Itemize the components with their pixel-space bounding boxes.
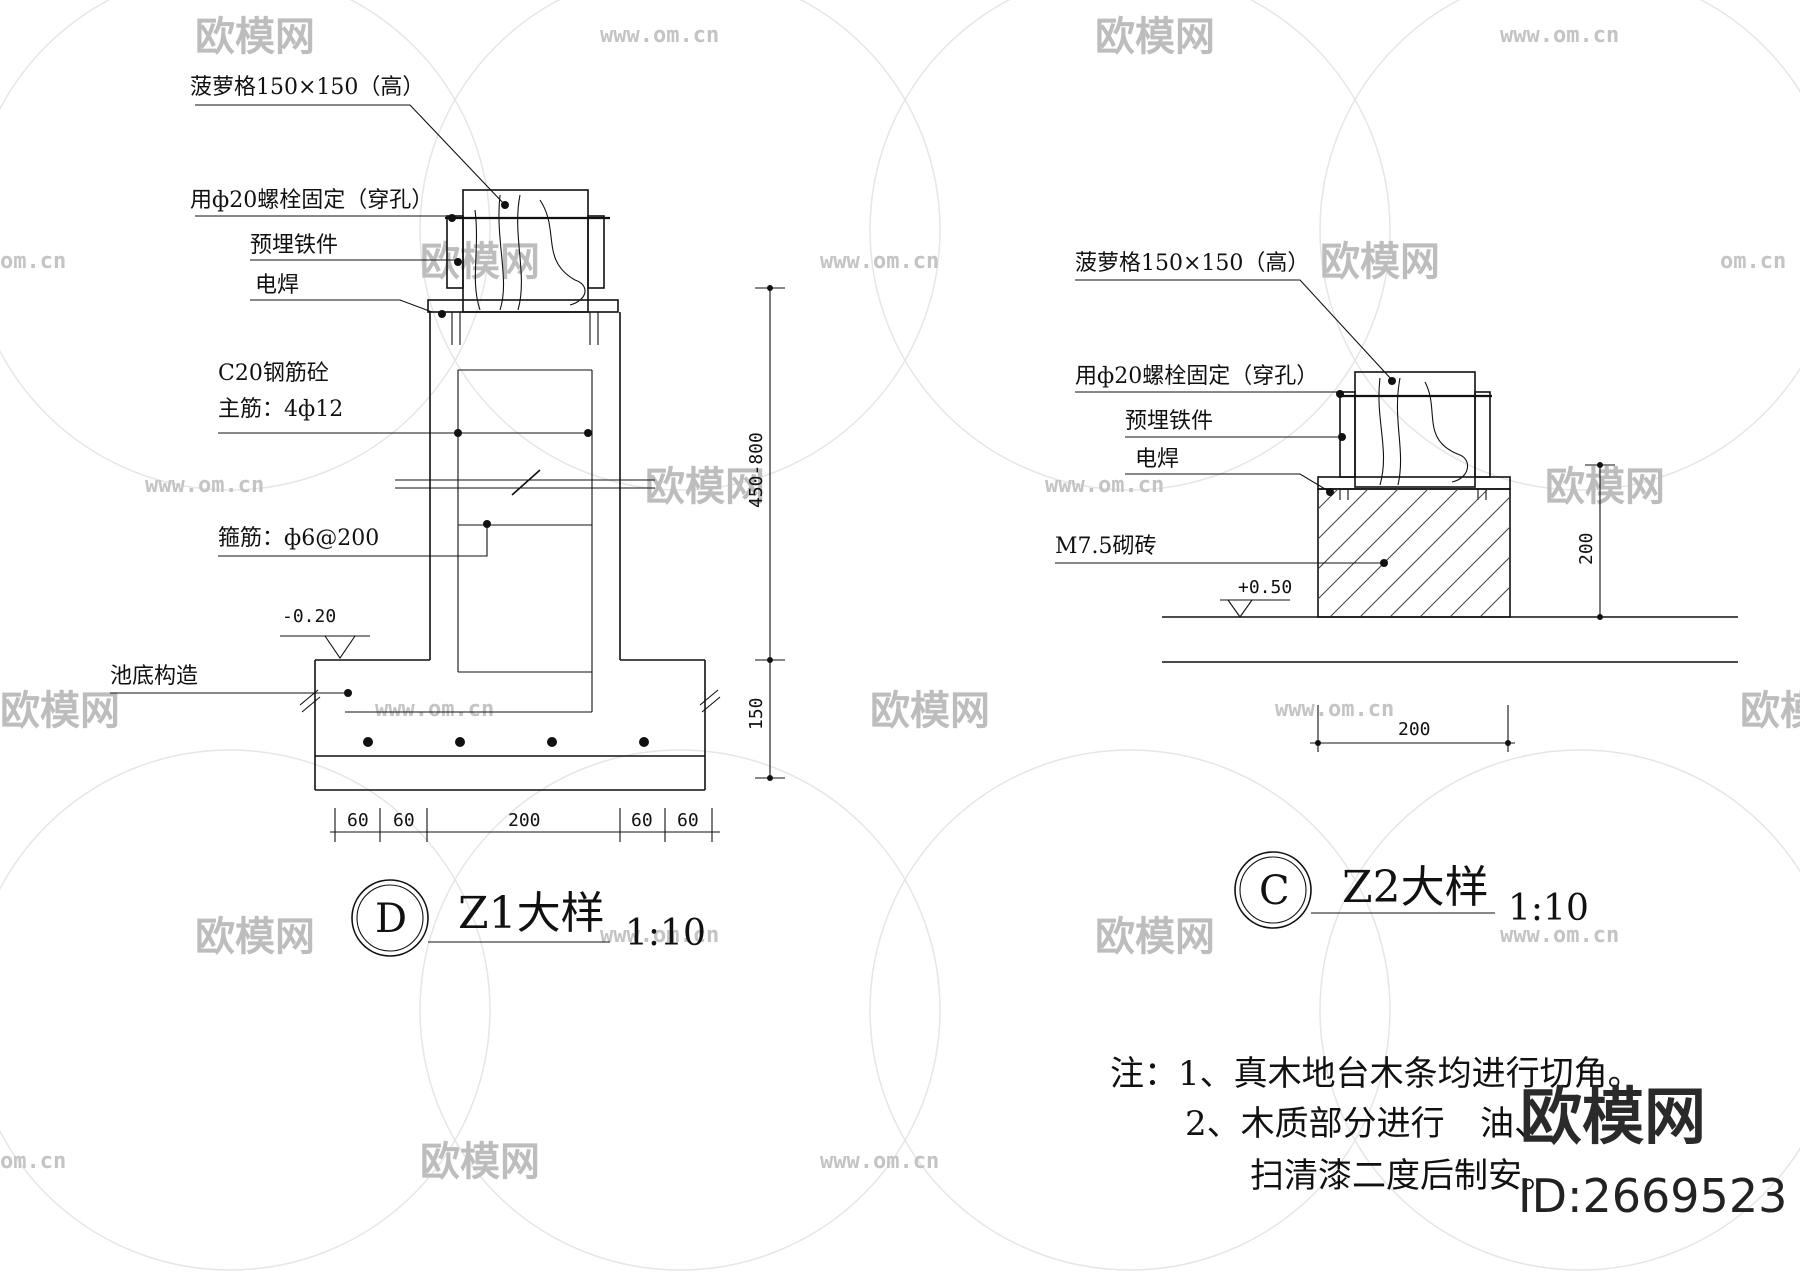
watermark-url: www.om.cn <box>600 23 719 48</box>
z1-scale: 1:10 <box>625 913 706 954</box>
z1-label-bolt: 用ф20螺栓固定（穿孔） <box>190 188 433 213</box>
z1-circle-letter: D <box>375 896 407 942</box>
z2-label-pineapple: 菠萝格150×150（高） <box>1075 251 1309 276</box>
watermark-url: www.om.cn <box>1500 923 1619 948</box>
watermark-url: om.cn <box>1720 249 1786 274</box>
z2-label-weld: 电焊 <box>1135 447 1179 472</box>
z1-dim-60a: 60 <box>347 810 369 831</box>
z2-dims <box>1310 462 1615 752</box>
z1-dim-60d: 60 <box>677 810 699 831</box>
watermark-url: www.om.cn <box>1045 473 1164 498</box>
z2-detail: 菠萝格150×150（高） 用ф20螺栓固定（穿孔） 预埋铁件 电焊 M7.5砌… <box>1055 251 1738 929</box>
z1-concrete-column <box>395 312 655 712</box>
note-line-1: 注：1、真木地台木条均进行切角。 <box>1110 1054 1642 1094</box>
z1-title: Z1大样 <box>458 888 605 939</box>
notes: 注：1、真木地台木条均进行切角。 2、木质部分进行 油、 扫清漆二度后制安。 <box>1110 1054 1642 1196</box>
watermark-url: www.om.cn <box>1275 697 1394 722</box>
z1-dim-60b: 60 <box>393 810 415 831</box>
watermark-brand: 欧模网 <box>1095 914 1215 960</box>
watermark-brand: 欧模网 <box>420 239 540 285</box>
watermark-brand: 欧模网 <box>195 914 315 960</box>
z2-label-brick: M7.5砌砖 <box>1055 534 1157 559</box>
watermark-brand: 欧模网 <box>870 688 990 734</box>
z2-title: Z2大样 <box>1342 862 1489 913</box>
watermark-corner: 欧模网 ID:2669523 <box>1518 1080 1787 1223</box>
z1-label-embedded: 预埋铁件 <box>250 233 338 258</box>
watermark-url: om.cn <box>0 249 66 274</box>
z1-elevation-value: -0.20 <box>282 606 336 627</box>
z2-wood-post <box>1354 371 1476 488</box>
watermark-url: www.om.cn <box>1500 23 1619 48</box>
z1-label-main-rebar: 主筋：4ф12 <box>218 397 343 422</box>
watermark-brand: 欧模网 <box>0 688 120 734</box>
z1-dim-height: 450-800 <box>746 432 767 508</box>
watermark-id: ID:2669523 <box>1518 1169 1787 1223</box>
watermark-brand: 欧模网 <box>1545 464 1665 510</box>
watermark-url: www.om.cn <box>600 923 719 948</box>
watermark-brand: 欧模网 <box>1095 14 1215 60</box>
z2-leaders <box>1055 279 1396 567</box>
z1-dim-200: 200 <box>508 810 541 831</box>
z2-dim-width: 200 <box>1398 719 1431 740</box>
z1-dim-base: 150 <box>746 697 767 730</box>
z1-plate-right <box>587 215 605 289</box>
note-line-2a: 2、木质部分进行 <box>1185 1104 1445 1144</box>
z1-label-stirrup: 箍筋：ф6@200 <box>218 526 379 551</box>
watermark-url: www.om.cn <box>375 697 494 722</box>
z1-title-block: D Z1大样 1:10 <box>351 879 706 957</box>
watermark-texts: 欧模网 www.om.cn 欧模网 www.om.cn om.cn 欧模网 ww… <box>0 14 1800 1185</box>
watermark-brand: 欧模网 <box>420 1139 540 1185</box>
z2-plate-right <box>1474 391 1491 478</box>
note-line-2b: 油、 <box>1480 1104 1548 1144</box>
watermark-brand: 欧模网 <box>195 14 315 60</box>
z2-circle-letter: C <box>1259 868 1290 914</box>
note-line-3: 扫清漆二度后制安。 <box>1250 1156 1556 1196</box>
z1-leaders <box>110 104 592 697</box>
watermark-url: www.om.cn <box>145 473 264 498</box>
watermark-url: www.om.cn <box>820 249 939 274</box>
z1-horizontal-dims <box>330 808 720 842</box>
z1-vertical-dims <box>755 285 785 781</box>
z1-footing <box>299 659 721 791</box>
z1-base-plate <box>427 299 619 313</box>
z2-title-block: C Z2大样 1:10 <box>1234 851 1589 929</box>
watermark-brand-large: 欧模网 <box>1520 1080 1706 1153</box>
z2-scale: 1:10 <box>1508 888 1589 929</box>
watermark-brand: 欧模网 <box>645 464 765 510</box>
z2-dim-height: 200 <box>1576 532 1597 565</box>
watermark-brand: 欧模网 <box>1320 239 1440 285</box>
z2-label-bolt: 用ф20螺栓固定（穿孔） <box>1075 364 1318 389</box>
z2-elevation-marker <box>1220 599 1290 618</box>
z1-dim-60c: 60 <box>631 810 653 831</box>
watermark-url: www.om.cn <box>820 1149 939 1174</box>
z1-detail: 菠萝格150×150（高） 用ф20螺栓固定（穿孔） 预埋铁件 电焊 C20钢筋… <box>110 75 785 957</box>
z2-label-embedded: 预埋铁件 <box>1125 409 1213 434</box>
watermark-brand: 欧模网 <box>1740 688 1800 734</box>
z1-elevation-marker <box>280 635 370 659</box>
z1-label-concrete: C20钢筋砼 <box>218 361 329 386</box>
z1-label-weld: 电焊 <box>255 273 299 298</box>
z1-label-pineapple: 菠萝格150×150（高） <box>190 75 424 100</box>
watermark-url: om.cn <box>0 1149 66 1174</box>
z2-elevation-value: +0.50 <box>1238 577 1292 598</box>
z1-label-pool-bottom: 池底构造 <box>110 664 198 689</box>
